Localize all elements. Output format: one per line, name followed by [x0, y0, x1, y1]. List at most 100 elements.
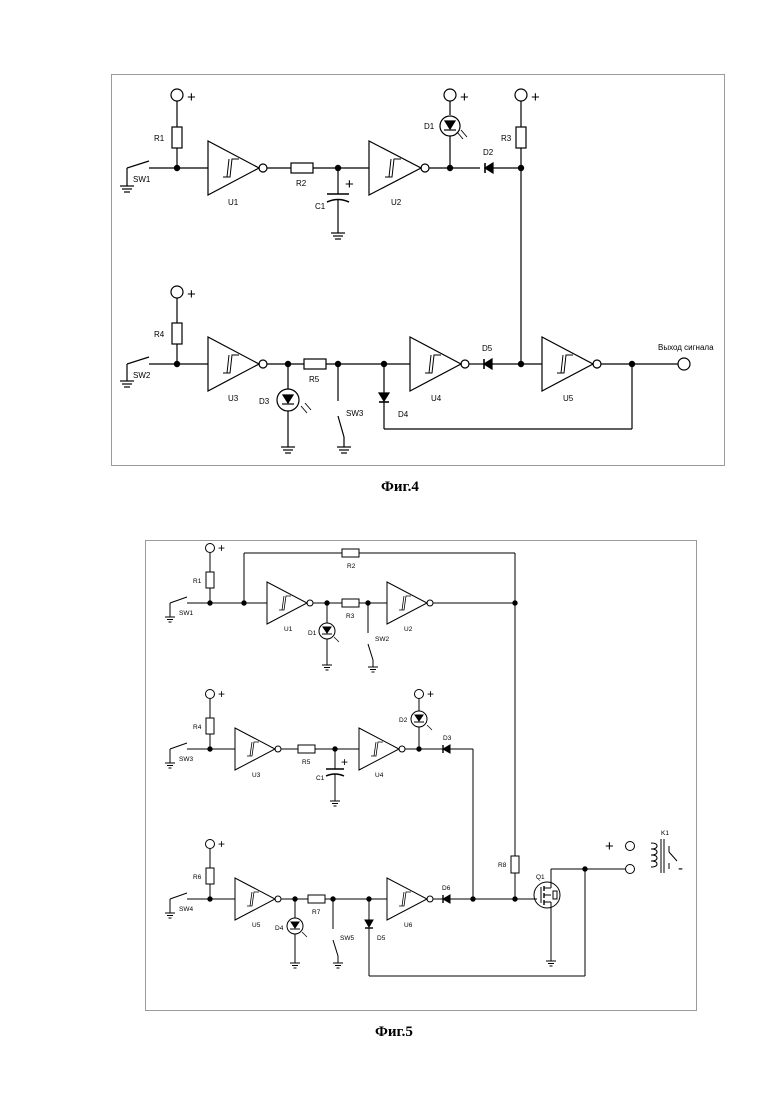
led-d4 [287, 918, 307, 937]
inverter-u6 [387, 878, 433, 920]
label-r1: R1 [193, 578, 202, 585]
resistor-r2 [291, 163, 313, 173]
junction-dot [208, 747, 212, 751]
switch-sw3 [165, 743, 235, 768]
junction-dot [208, 897, 212, 901]
label-u4: U4 [375, 772, 384, 779]
resistor-r5 [298, 745, 315, 753]
junction-dot [513, 897, 517, 901]
figure-4-svg: + + + + R1 SW1 U1 R2 C1 + U2 D1 D2 R3 R4… [112, 75, 724, 465]
resistor-r7 [308, 895, 325, 903]
resistor-r6 [206, 868, 214, 884]
figure-5-caption: Фиг.5 [375, 1024, 413, 1041]
vplus-label: + [218, 837, 225, 851]
inverter-u1 [267, 582, 313, 624]
label-u3: U3 [228, 394, 239, 403]
vplus-label: + [531, 89, 540, 106]
vplus-terminal [171, 286, 183, 298]
junction-dot [208, 601, 212, 605]
label-u5: U5 [252, 922, 261, 929]
diode-d4 [379, 393, 389, 402]
figure-4-schematic: + + + + R1 SW1 U1 R2 C1 + U2 D1 D2 R3 R4… [111, 74, 725, 466]
label-d4: D4 [275, 925, 284, 932]
resistor-r1 [172, 127, 182, 148]
vplus-label: + [427, 687, 434, 701]
supply-plus-terminal [626, 842, 635, 851]
inverter-u5 [542, 337, 601, 391]
vplus-terminal [415, 690, 424, 699]
vplus-terminal [171, 89, 183, 101]
label-d4: D4 [398, 410, 409, 419]
resistor-r3 [516, 127, 526, 148]
label-d2: D2 [483, 148, 494, 157]
label-u4: U4 [431, 394, 442, 403]
led-d2 [411, 711, 432, 730]
junction-dot [513, 601, 517, 605]
resistor-r5 [304, 359, 326, 369]
capacitor-polarity-label: + [345, 176, 354, 193]
label-d1: D1 [308, 630, 317, 637]
vplus-terminal [206, 544, 215, 553]
inverter-u2 [369, 141, 429, 195]
led-d1 [440, 116, 467, 139]
relay-terminal [626, 865, 635, 874]
inverter-u1 [208, 141, 267, 195]
vplus-terminal [206, 840, 215, 849]
label-sw3: SW3 [179, 756, 193, 763]
label-r5: R5 [302, 759, 311, 766]
resistor-r4 [172, 323, 182, 344]
label-r3: R3 [346, 613, 355, 620]
junction-dot [471, 897, 475, 901]
label-sw2: SW2 [375, 636, 389, 643]
resistor-r3 [342, 599, 359, 607]
resistor-r2 [342, 549, 359, 557]
vplus-terminal [515, 89, 527, 101]
label-d3: D3 [259, 397, 270, 406]
label-sw1: SW1 [179, 610, 193, 617]
diode-d5 [365, 920, 373, 928]
inverter-u2 [387, 582, 433, 624]
resistor-r8 [511, 856, 519, 873]
figure-4-caption: Фиг.4 [381, 479, 419, 496]
label-sw3: SW3 [346, 409, 364, 418]
diode-d5 [484, 359, 492, 369]
vplus-terminal [444, 89, 456, 101]
led-d1 [319, 623, 339, 642]
label-r8: R8 [498, 862, 507, 869]
inverter-u4 [359, 728, 405, 770]
diode-d2 [485, 163, 493, 173]
junction-dot [583, 867, 587, 871]
inverter-u3 [208, 337, 267, 391]
label-r4: R4 [193, 724, 202, 731]
label-u2: U2 [404, 626, 413, 633]
junction-dot [518, 361, 523, 366]
label-r2: R2 [296, 179, 307, 188]
label-d3: D3 [443, 735, 452, 742]
label-r6: R6 [193, 874, 202, 881]
diode-d3 [443, 745, 450, 753]
label-u1: U1 [228, 198, 239, 207]
ground-symbol [120, 186, 134, 192]
label-sw2: SW2 [133, 371, 151, 380]
inverter-u4 [410, 337, 469, 391]
signal-output-terminal [678, 358, 690, 370]
resistor-r4 [206, 718, 214, 734]
figure-5-schematic: + + + + + - R1 SW1 U1 R2 R3 D1 SW2 U2 R4… [145, 540, 697, 1011]
vplus-label: + [187, 286, 196, 303]
vplus-label: + [460, 89, 469, 106]
label-r4: R4 [154, 330, 165, 339]
label-r7: R7 [312, 909, 321, 916]
label-u3: U3 [252, 772, 261, 779]
label-d6: D6 [442, 885, 451, 892]
label-k1: K1 [661, 830, 669, 837]
mosfet-q1 [534, 881, 560, 909]
junction-dot [242, 601, 246, 605]
switch-sw5 [333, 899, 343, 968]
label-u1: U1 [284, 626, 293, 633]
resistor-r1 [206, 572, 214, 588]
diode-d6 [443, 895, 450, 903]
supply-plus-label: + [605, 838, 614, 855]
inverter-u3 [235, 728, 281, 770]
label-d5: D5 [482, 344, 493, 353]
led-d3 [277, 389, 311, 413]
